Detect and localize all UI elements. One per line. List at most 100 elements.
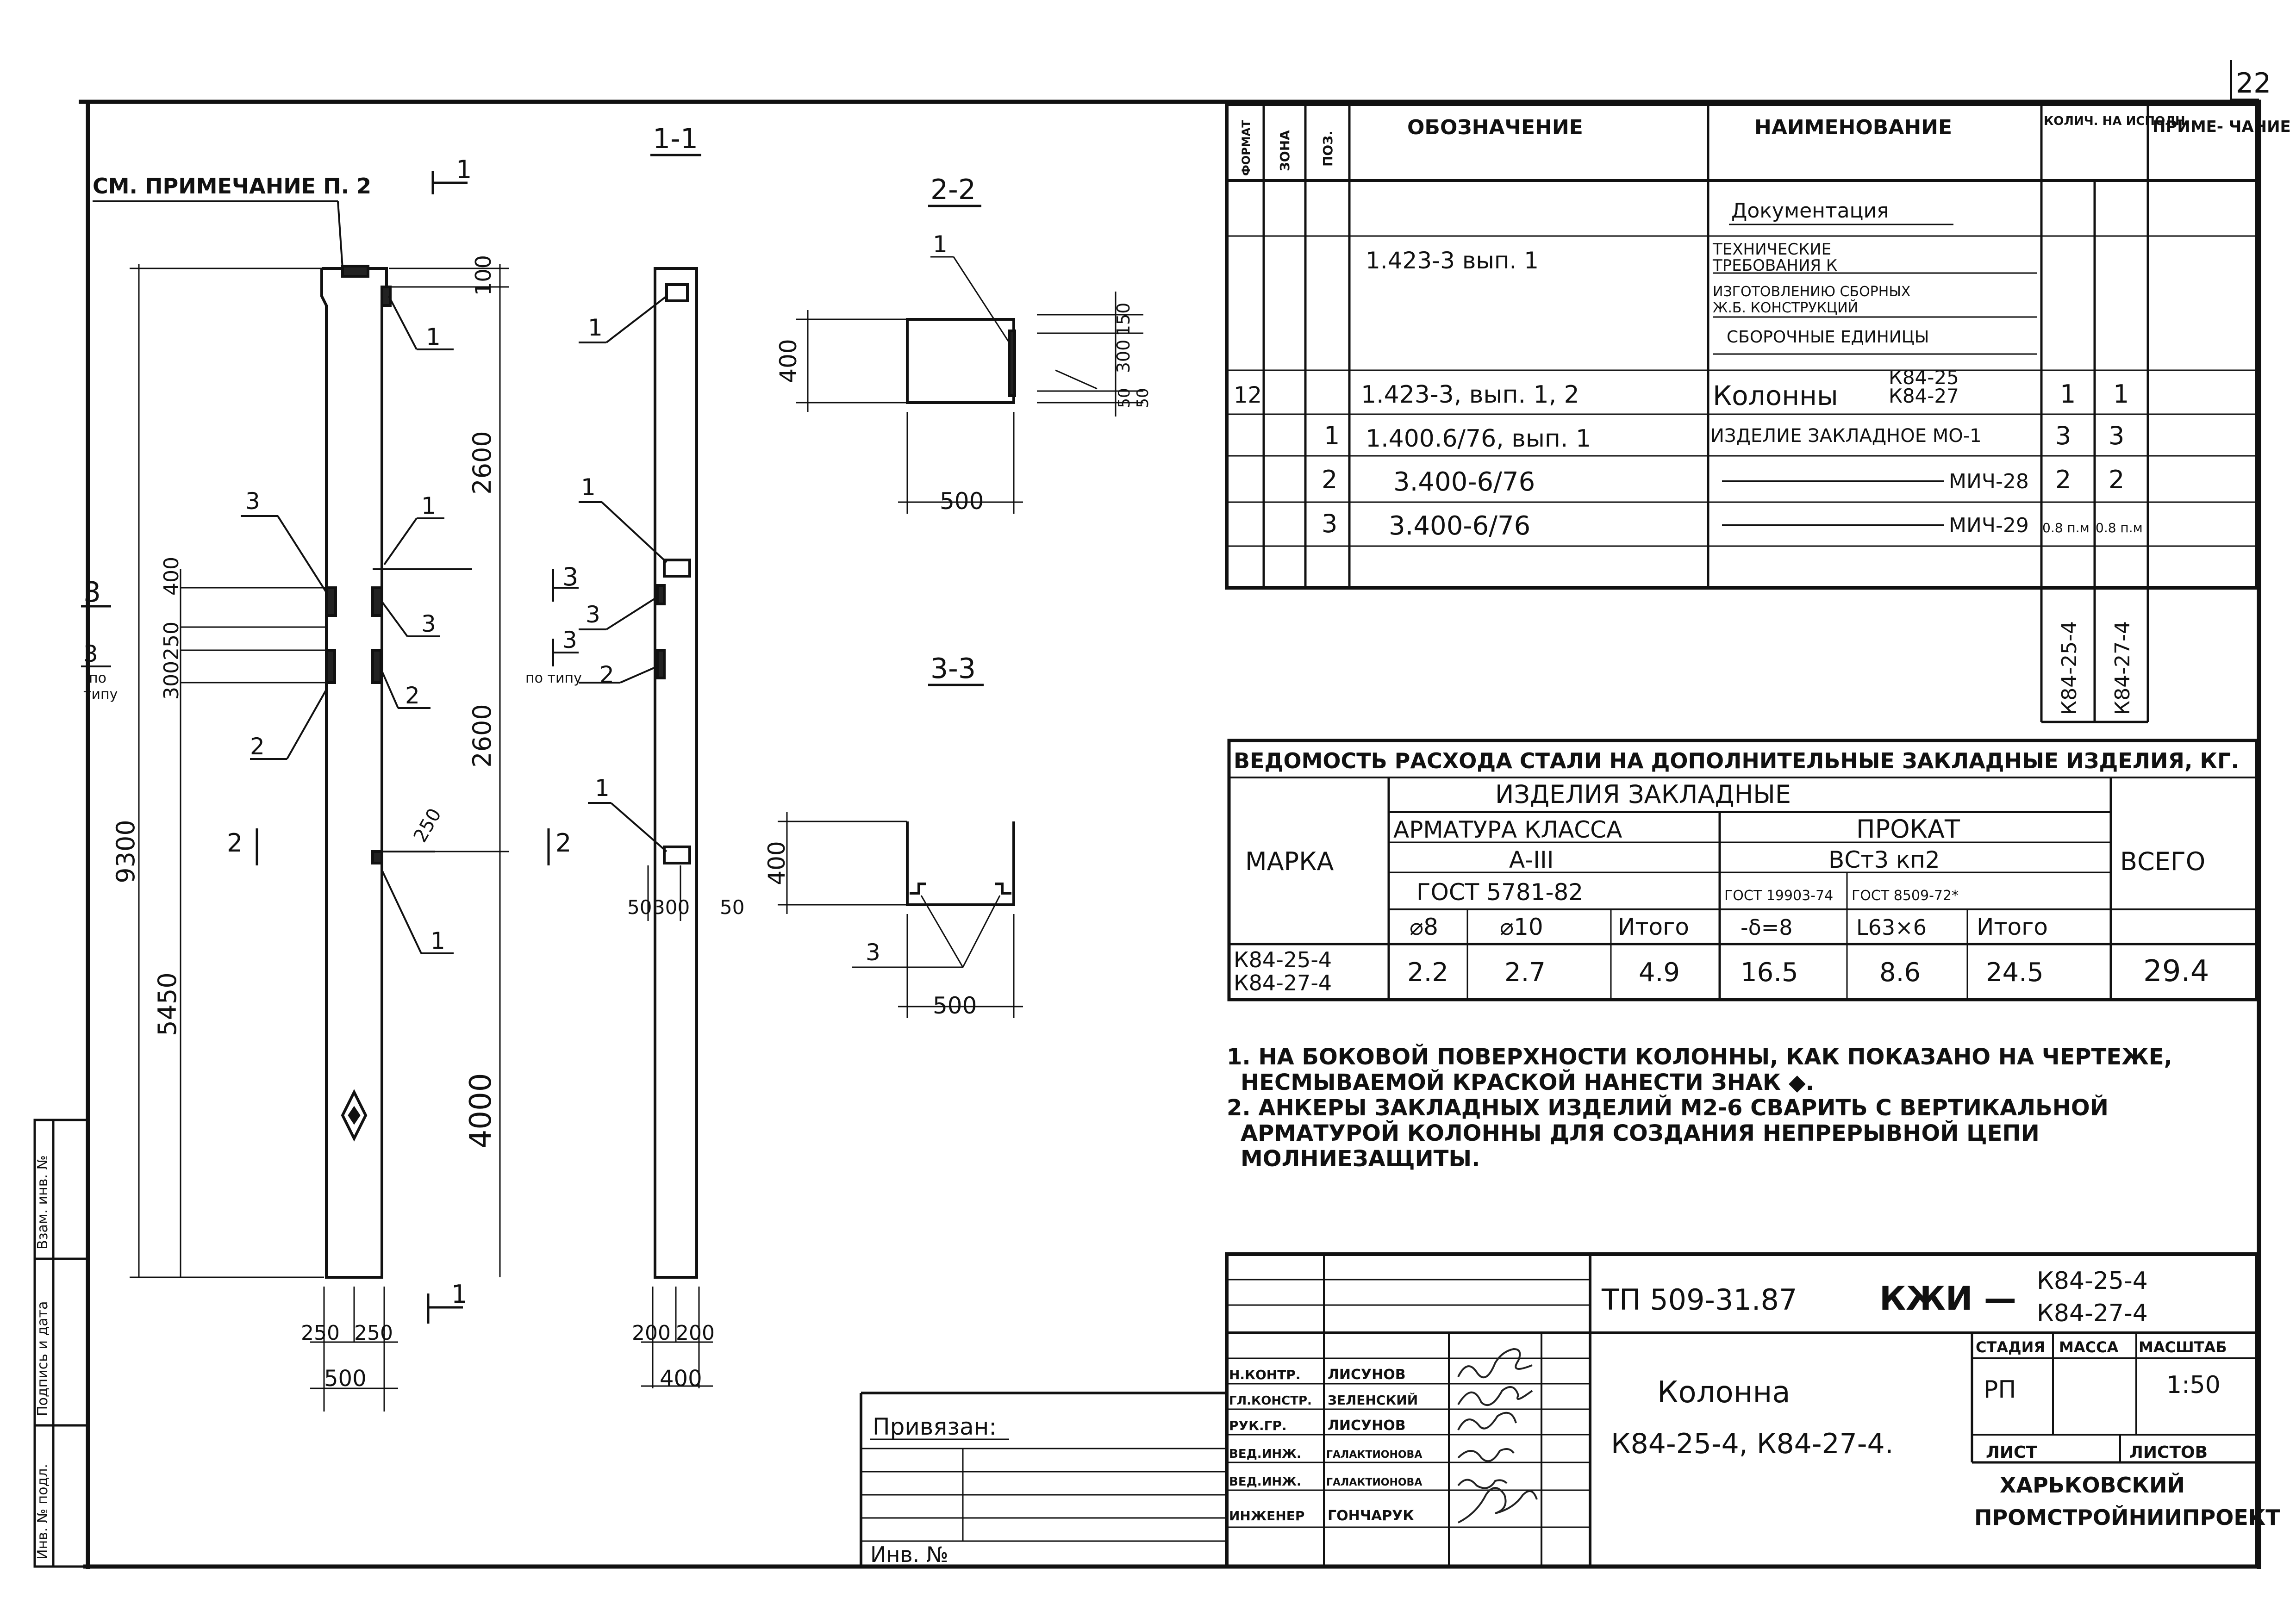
- callout-1-front-a: 1: [426, 323, 441, 350]
- spec-row3-pos: 2: [1322, 465, 1337, 494]
- note-line-3: 2. АНКЕРЫ ЗАКЛАДНЫХ ИЗДЕЛИЙ М2-6 СВАРИТЬ…: [1227, 1094, 2109, 1121]
- spec-row1-sub1: К84-25: [1889, 366, 1959, 389]
- side-stamp-sign: Подпись и дата: [35, 1301, 51, 1417]
- spec-doc-name-1: ТЕХНИЧЕСКИЕ: [1712, 240, 1831, 259]
- spec-row4-pos: 3: [1322, 509, 1337, 538]
- tb-mark-1: К84-25-4: [2037, 1267, 2148, 1295]
- column-side: [654, 267, 698, 1279]
- steel-title: ВЕДОМОСТЬ РАСХОДА СТАЛИ НА ДОПОЛНИТЕЛЬНЫ…: [1234, 748, 2239, 773]
- title-block-grid: [1225, 1252, 2259, 1568]
- tb-role-6: ИНЖЕНЕР: [1229, 1508, 1304, 1524]
- steel-val-angle: 8.6: [1879, 958, 1921, 988]
- steel-table-grid: [1227, 739, 2259, 1001]
- tb-person-4: ГАЛАКТИОНОВА: [1326, 1449, 1422, 1461]
- section-2-2-title: 2-2: [930, 174, 976, 206]
- section-3-3-title: 3-3: [930, 653, 976, 685]
- spec-row3-q1: 2: [2055, 465, 2071, 494]
- spec-table-grid: [1225, 102, 2259, 723]
- spec-row1-format: 12: [1234, 382, 1262, 408]
- steel-prokat: ПРОКАТ: [1856, 815, 1960, 844]
- section-mark-3-left: 3: [83, 576, 101, 609]
- steel-col-d8: ⌀8: [1410, 914, 1438, 940]
- steel-col-plate: -δ=8: [1741, 915, 1793, 940]
- tb-org-1: ХАРЬКОВСКИЙ: [2000, 1473, 2185, 1498]
- dim-mid-50b: 50: [720, 896, 744, 919]
- dim-top: 100: [471, 255, 496, 296]
- steel-val-d8: 2.2: [1407, 958, 1448, 988]
- steel-row-mark-2: К84-27-4: [1234, 970, 1332, 995]
- note-line-1: 1. НА БОКОВОЙ ПОВЕРХНОСТИ КОЛОННЫ, КАК П…: [1227, 1044, 2172, 1070]
- tb-role-1: Н.КОНТР.: [1229, 1367, 1300, 1382]
- dim-total-height: 9300: [111, 820, 140, 883]
- spec-header-zone: ЗОНА: [1277, 130, 1292, 171]
- spec-row1-q2: 1: [2113, 379, 2129, 409]
- dim-290: 250: [410, 805, 446, 846]
- spec-doc-name-2: ТРЕБОВАНИЯ К: [1712, 256, 1837, 275]
- tb-person-1: ЛИСУНОВ: [1328, 1367, 1406, 1383]
- tb-role-4: ВЕД.ИНЖ.: [1229, 1447, 1301, 1461]
- spec-variant-2: К84-27-4: [2111, 621, 2134, 715]
- dim-lower: 4000: [464, 1073, 498, 1149]
- po-tipu-2: типу: [83, 686, 118, 703]
- tb-stage: РП: [1984, 1376, 2016, 1404]
- section-3-3-dims: [778, 812, 1023, 1018]
- tb-person-3: ЛИСУНОВ: [1328, 1418, 1406, 1434]
- s22-dim-h: 400: [775, 339, 802, 383]
- spec-header-pos: ПОЗ.: [1320, 131, 1335, 167]
- section-1-1-title: 1-1: [653, 123, 698, 155]
- tb-sheet-header: ЛИСТ: [1986, 1443, 2037, 1462]
- tb-object-name: Колонна: [1657, 1375, 1791, 1410]
- side-stamp-vzam: Взам. инв. №: [35, 1155, 51, 1250]
- steel-marka: МАРКА: [1245, 847, 1334, 876]
- callout-3-side: 3: [586, 601, 600, 628]
- steel-val-total: 29.4: [2143, 954, 2209, 989]
- section-2-2-dims: [796, 256, 1143, 514]
- spec-doc-name-3: ИЗГОТОВЛЕНИЮ СБОРНЫХ: [1713, 284, 1910, 300]
- spec-variant-1: К84-25-4: [2058, 621, 2081, 715]
- spec-header-format: ФОРМАТ: [1240, 120, 1253, 176]
- steel-col-itogo-p: Итого: [1977, 914, 2048, 940]
- dim-upper: 2600: [468, 431, 497, 494]
- section-cut-top-label: 1: [456, 155, 472, 184]
- tb-org-2: ПРОМСТРОЙНИИПРОЕКТ: [1974, 1505, 2280, 1530]
- po-tipu-inline: по типу: [525, 670, 582, 686]
- dim-middle: 2600: [468, 704, 497, 767]
- front-callout-leaders: [241, 296, 454, 954]
- column-front: [320, 265, 472, 1279]
- note-reference: СМ. ПРИМЕЧАНИЕ П. 2: [93, 174, 371, 199]
- steel-val-itogo-p: 24.5: [1986, 958, 2044, 988]
- dim-w250a: 250: [301, 1321, 340, 1345]
- callout-1-front-c: 1: [430, 927, 445, 954]
- section-mark-3b-left: 3: [83, 640, 98, 667]
- steel-vsego: ВСЕГО: [2120, 847, 2205, 876]
- spec-doc-designation: 1.423-3 вып. 1: [1366, 247, 1539, 274]
- note-leader-down: [337, 201, 343, 269]
- spec-row4-name: МИЧ-29: [1949, 514, 2029, 537]
- tb-person-6: ГОНЧАРУК: [1328, 1508, 1414, 1524]
- callout-1-side-b: 1: [581, 474, 596, 501]
- tb-role-3: РУК.ГР.: [1229, 1418, 1287, 1433]
- spec-row1-name: Колонны: [1713, 380, 1838, 411]
- section-3-3-shape: [906, 821, 1015, 906]
- spec-header-designation: ОБОЗНАЧЕНИЕ: [1407, 116, 1583, 139]
- spec-header-name: НАИМЕНОВАНИЕ: [1754, 116, 1952, 139]
- steel-row-mark-1: К84-25-4: [1234, 947, 1332, 972]
- steel-col-itogo-a: Итого: [1618, 914, 1689, 940]
- tb-mark-2: К84-27-4: [2037, 1300, 2148, 1327]
- spec-row4-q2: 0.8 п.м: [2096, 520, 2143, 535]
- callout-2-front-right: 2: [405, 682, 420, 709]
- callout-2-front-left: 2: [250, 733, 265, 760]
- privyazan-label: Привязан:: [873, 1413, 997, 1440]
- spec-row2-q1: 3: [2055, 421, 2071, 450]
- tb-scale: 1:50: [2166, 1371, 2221, 1399]
- section-cut-top: [431, 171, 468, 194]
- tb-role-5: ВЕД.ИНЖ.: [1229, 1475, 1301, 1489]
- tb-scale-header: МАСШТАБ: [2139, 1338, 2227, 1356]
- tb-role-2: ГЛ.КОНСТР.: [1229, 1394, 1312, 1408]
- dim-w200b: 200: [676, 1321, 715, 1345]
- spec-row2-pos: 1: [1324, 421, 1340, 450]
- spec-row3-designation: 3.400-6/76: [1393, 467, 1535, 497]
- steel-vst: ВСт3 кп2: [1828, 846, 1940, 873]
- tb-person-5: ГАЛАКТИОНОВА: [1326, 1477, 1422, 1488]
